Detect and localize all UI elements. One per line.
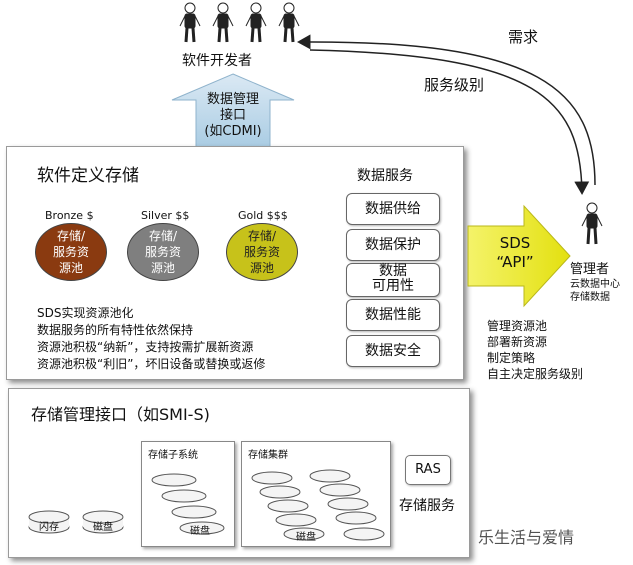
admin-tasks: 管理资源池 部署新资源 制定策略 自主决定服务级别: [487, 318, 583, 382]
admin-sub: 云数据中心 存储数据: [570, 278, 620, 304]
service-level-label: 服务级别: [424, 76, 485, 94]
person-icon: [278, 2, 300, 43]
data-service-performance: 数据性能: [346, 299, 440, 331]
data-service-protection: 数据保护: [346, 229, 440, 261]
sds-api-arrow: [467, 204, 571, 308]
sds-panel: 软件定义存储 Bronze $ Silver $$ Gold $$$ 存储/ 服…: [6, 146, 464, 380]
sds-note: SDS实现资源池化: [37, 306, 134, 320]
tier-silver-label: Silver $$: [141, 209, 190, 222]
sds-api-label: SDS “API”: [496, 234, 534, 271]
bronze-pool: 存储/ 服务资 源池: [35, 223, 107, 281]
admin-task: 自主决定服务级别: [487, 367, 584, 381]
storage-title: 存储管理接口（如SMI-S): [31, 405, 210, 424]
sds-title: 软件定义存储: [37, 166, 139, 186]
flash-disk-icons: [28, 510, 124, 534]
developers-figures: [179, 2, 300, 43]
watermark: 乐生活与爱情: [478, 528, 575, 547]
admin-task: 部署新资源: [487, 335, 548, 349]
admin-task: 管理资源池: [487, 319, 548, 333]
disk-stack-icon: [151, 473, 225, 535]
admin-sub-line: 云数据中心: [570, 279, 620, 290]
cluster-title: 存储集群: [248, 450, 288, 461]
flash-label: 闪存: [39, 522, 59, 533]
tier-gold-label: Gold $$$: [238, 209, 288, 222]
sds-note: 资源池积极“纳新”，支持按需扩展新资源: [37, 340, 254, 354]
storage-cluster-box: 存储集群 磁盘: [241, 441, 391, 547]
gold-pool: 存储/ 服务资 源池: [226, 223, 298, 281]
data-service-availability: 数据 可用性: [346, 263, 440, 297]
storage-panel: 存储管理接口（如SMI-S) 闪存 磁盘 存储子系统 磁盘 存储集群: [8, 388, 470, 558]
demand-label: 需求: [508, 28, 539, 46]
subsystem-title: 存储子系统: [148, 450, 198, 461]
disk-label: 磁盘: [93, 522, 113, 533]
management-interface-label: 数据管理 接口 (如CDMI): [204, 92, 262, 139]
ras-box: RAS: [405, 455, 451, 485]
subsystem-disk-label: 磁盘: [190, 526, 210, 537]
admin-person-icon: [581, 202, 603, 245]
flow-arrows: [297, 34, 596, 195]
tier-bronze-label: Bronze $: [45, 209, 94, 222]
admin-sub-line: 存储数据: [570, 292, 610, 303]
data-services-title: 数据服务: [357, 168, 413, 184]
admin-label: 管理者: [570, 262, 610, 277]
cluster-disks-icon: [251, 469, 385, 541]
data-service-security: 数据安全: [346, 335, 440, 367]
sds-notes: SDS实现资源池化 数据服务的所有特性依然保持 资源池积极“纳新”，支持按需扩展…: [37, 305, 265, 373]
storage-subsystem-box: 存储子系统 磁盘: [141, 441, 235, 547]
storage-service-label: 存储服务: [399, 498, 455, 514]
person-icon: [179, 2, 201, 43]
cluster-disk-label: 磁盘: [296, 532, 316, 543]
sds-note: 数据服务的所有特性依然保持: [37, 323, 194, 337]
person-icon: [245, 2, 267, 43]
data-service-provision: 数据供给: [346, 193, 440, 225]
developers-label: 软件开发者: [182, 53, 252, 69]
sds-note: 资源池积极“利旧”，坏旧设备或替换或返修: [37, 357, 266, 371]
silver-pool: 存储/ 服务资 源池: [127, 223, 199, 281]
person-icon: [212, 2, 234, 43]
admin-task: 制定策略: [487, 351, 536, 365]
